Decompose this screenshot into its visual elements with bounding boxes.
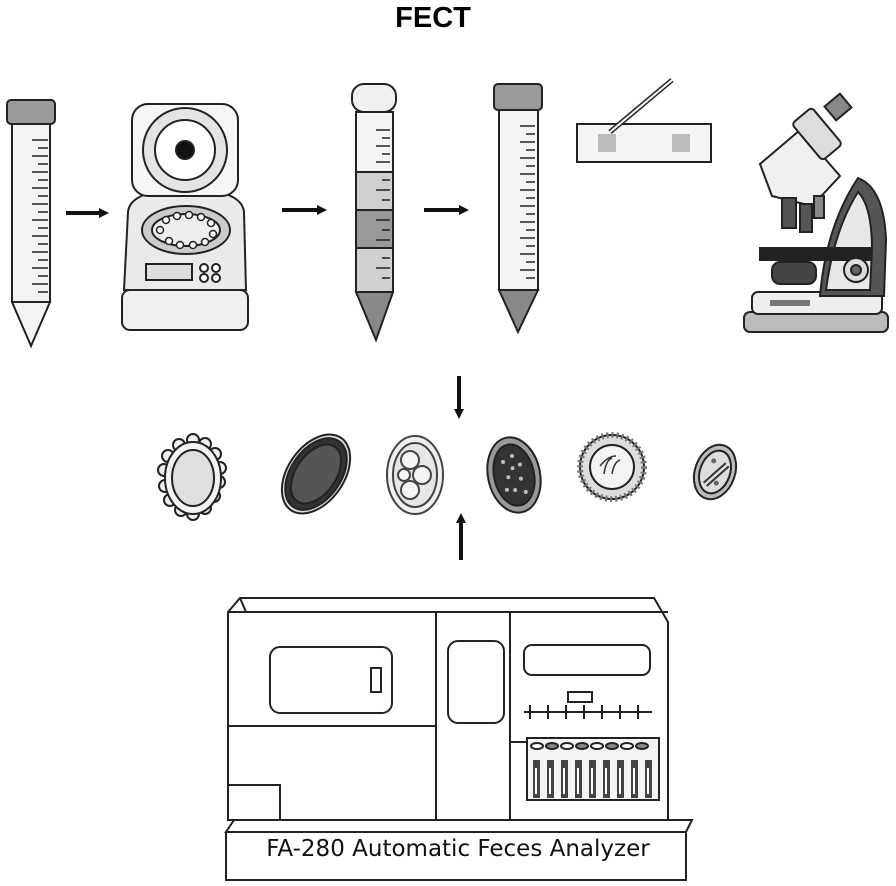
small-egg-icon: [692, 443, 738, 501]
sediment-tube-icon: [493, 83, 543, 335]
diagram-title: FECT: [395, 2, 471, 34]
analyzer-label: FA-280 Automatic Feces Analyzer: [266, 836, 650, 862]
hookworm-egg-dark-icon: [280, 433, 352, 515]
microscope-icon: [743, 92, 889, 333]
trichuris-egg-icon: [486, 436, 542, 514]
multicell-egg-icon: [386, 435, 444, 515]
layered-tube-icon: [351, 83, 397, 343]
taenia-egg-icon: [577, 432, 647, 502]
slide-pipette-icon: [576, 78, 712, 163]
feces-analyzer-icon: [224, 597, 694, 881]
centrifuge-icon: [121, 103, 249, 331]
ascaris-egg-icon: [157, 433, 227, 521]
test-tube-icon: [6, 99, 56, 349]
